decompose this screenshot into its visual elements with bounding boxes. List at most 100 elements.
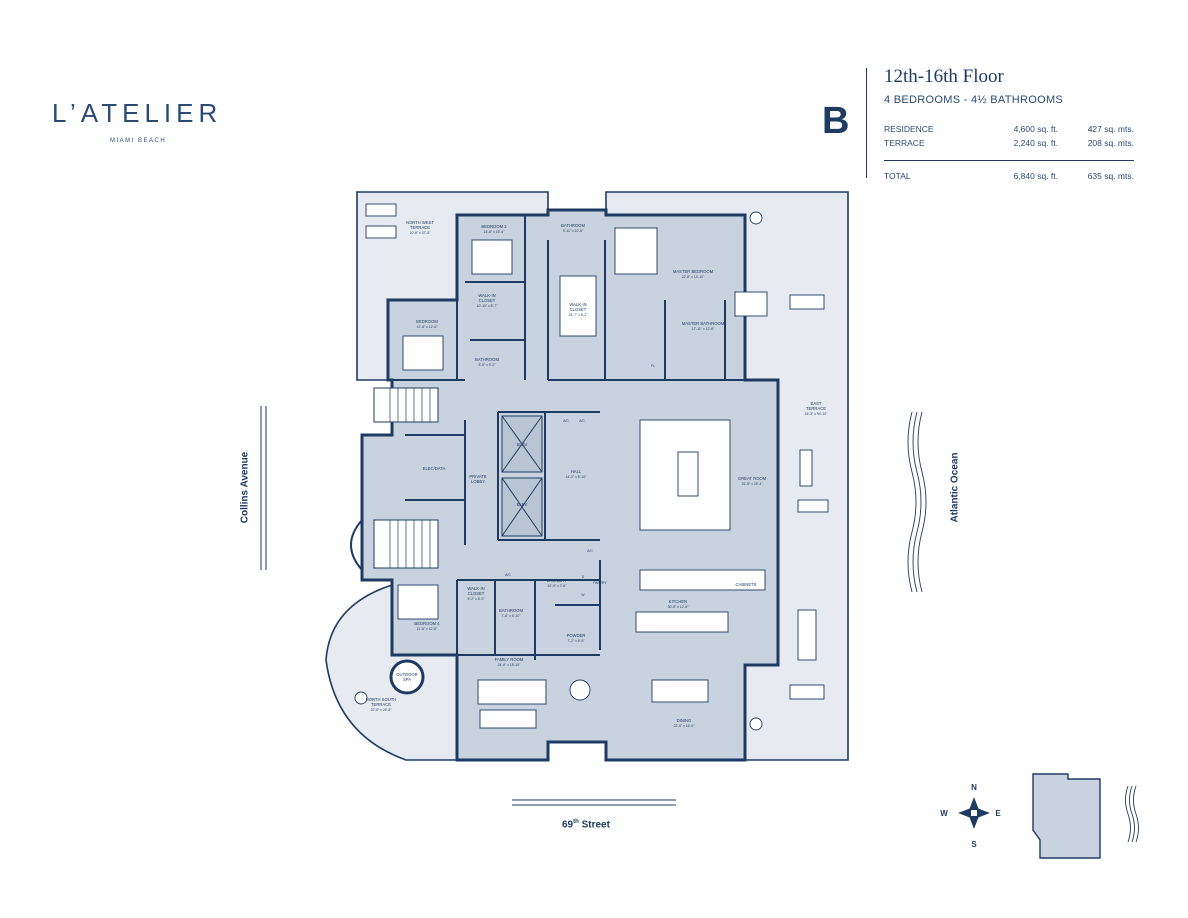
laundry-dim: 10'-9" x 7'-6" [548, 584, 568, 588]
ac-label-3: A/C [587, 549, 593, 553]
walkin1-dim: 10'-10" x 8'-7" [477, 304, 499, 308]
private-lobby-label-2: LOBBY [471, 479, 485, 484]
bedroom3-label: BEDROOM [416, 319, 438, 324]
walkin3-label: WALK-IN [467, 586, 484, 591]
floor-title: 12th-16th Floor [884, 66, 1004, 87]
east-terrace-dim: 15'-3" x 94'-10" [805, 412, 829, 416]
ns-terrace-label-2: TERRACE [371, 702, 391, 707]
bathroom-low-dim: 7'-6" x 5'-10" [502, 614, 522, 618]
kitchen-label: KITCHEN [669, 599, 687, 604]
walkin3-label-2: CLOSET [468, 591, 485, 596]
ac-label-1: A/C [563, 419, 569, 423]
bathroom-top-label: BATHROOM [561, 223, 585, 228]
ac-label-2: A/C [579, 419, 585, 423]
area-total-name: TOTAL [884, 171, 911, 181]
ocean-waves [907, 411, 1139, 843]
compass-w: W [940, 809, 948, 818]
street-69th: 69th Street [562, 819, 610, 830]
stair-treads [389, 388, 431, 568]
great-room-label: GREAT ROOM [738, 476, 767, 481]
outdoor-spa-label-2: SPA [403, 677, 411, 682]
street-lines [260, 406, 676, 806]
elev2-label: ELEV [517, 502, 528, 507]
interior-walls [388, 215, 745, 660]
unit-letter: B [822, 100, 850, 142]
laundry-label: LAUNDRY [547, 578, 567, 583]
compass-s: S [971, 840, 977, 849]
great-room-dim: 31'-8" x 28'-4" [742, 482, 764, 486]
area-mts: 427 sq. mts. [1087, 124, 1134, 134]
compass-e: E [995, 809, 1001, 818]
bedroom4-dim: 11'-8" x 12'-8" [417, 627, 438, 631]
family-room-label: FAMILY ROOM [495, 657, 524, 662]
bathroom-mid-label: BATHROOM [475, 357, 499, 362]
bedroom2-dim: 14'-6" x 16'-6" [484, 230, 506, 234]
dining-dim: 22'-6" x 15'-0" [674, 724, 696, 728]
ns-terrace-label: NORTH SOUTH [366, 697, 397, 702]
logo-subtitle: MIAMI BEACH [110, 138, 167, 144]
bedroom2-label: BEDROOM 2 [481, 224, 507, 229]
cabinets-label: CABINETS [736, 582, 757, 587]
area-total-mts: 635 sq. mts. [1087, 171, 1134, 181]
kitchen-dim: 30'-8" x 12'-6" [668, 605, 690, 609]
master-bedroom-dim: 22'-8" x 14'-10" [682, 275, 706, 279]
area-row-terrace: TERRACE 2,240 sq. ft. 208 sq. mts. [884, 138, 1134, 152]
street-69th-suffix: Street [578, 819, 610, 831]
elevators [501, 415, 543, 537]
area-row-residence: RESIDENCE 4,600 sq. ft. 427 sq. mts. [884, 124, 1134, 138]
master-bathroom-dim: 17'-11" x 12'-6" [692, 327, 715, 331]
bedroom3-dim: 12'-8" x 12'-6" [417, 325, 439, 329]
walkin2-label-2: CLOSET [570, 307, 587, 312]
private-lobby-label: PRIVATE [469, 474, 487, 479]
street-69th-sup: th [573, 819, 579, 825]
compass: N S E W [940, 783, 1001, 849]
bathroom-low-label: BATHROOM [499, 608, 523, 613]
nw-terrace-label-2: TERRACE [410, 225, 430, 230]
ac-label-4: A/C [505, 573, 511, 577]
dryer-label: D [582, 575, 585, 579]
area-divider [884, 160, 1134, 161]
room-labels: NORTH WEST TERRACE 10'-6" x 37'-8" BEDRO… [366, 220, 828, 728]
area-sqft: 4,600 sq. ft. [1013, 124, 1058, 134]
family-room-dim: 24'-6" x 15'-10" [498, 663, 522, 667]
walkin1-label: WALK-IN [478, 293, 495, 298]
area-row-total: TOTAL 6,840 sq. ft. 635 sq. mts. [884, 171, 1134, 185]
site-key [1032, 773, 1101, 859]
area-table: RESIDENCE 4,600 sq. ft. 427 sq. mts. TER… [884, 124, 1134, 185]
furniture [354, 203, 829, 731]
header-divider [866, 68, 867, 178]
outdoor-spa: OUTDOOR SPA [389, 659, 425, 695]
fl-label: FL [651, 364, 655, 368]
east-terrace-label: EAST [811, 401, 822, 406]
appliance-labels: A/C A/C A/C A/C D W FL PANTRY [505, 364, 655, 597]
washer-label: W [581, 593, 585, 597]
powder-dim: 7'-2" x 5'-5" [567, 639, 585, 643]
bathroom-mid-dim: 8'-8" x 9'-2" [478, 363, 496, 367]
master-bedroom-label: MASTER BEDROOM [673, 269, 714, 274]
nw-terrace-dim: 10'-6" x 37'-8" [410, 231, 432, 235]
bedroom4-label: BEDROOM 4 [414, 621, 440, 626]
walkin2-label: WALK-IN [569, 302, 586, 307]
compass-n: N [971, 783, 977, 792]
ns-terrace-dim: 22'-5" x 26'-8" [371, 708, 393, 712]
outdoor-spa-label: OUTDOOR [396, 672, 417, 677]
area-name: TERRACE [884, 138, 925, 148]
logo: L’ATELIER [52, 98, 223, 128]
elev1-label: ELEV [517, 442, 528, 447]
hall-dim: 14'-2" x 8'-10" [566, 475, 588, 479]
nw-terrace-label: NORTH WEST [406, 220, 435, 225]
area-sqft: 2,240 sq. ft. [1013, 138, 1058, 148]
area-name: RESIDENCE [884, 124, 934, 134]
area-mts: 208 sq. mts. [1087, 138, 1134, 148]
bedrooms-bathrooms: 4 BEDROOMS - 4½ BATHROOMS [884, 94, 1064, 106]
area-total-sqft: 6,840 sq. ft. [1013, 171, 1058, 181]
pantry-label: PANTRY [593, 581, 607, 585]
walkin2-dim: 24'-7" x 8'-2" [569, 313, 589, 317]
east-terrace-label-2: TERRACE [806, 406, 826, 411]
walkin1-label-2: CLOSET [479, 298, 496, 303]
dining-label: DINING [677, 718, 692, 723]
hall-label: HALL [571, 469, 582, 474]
street-69th-number: 69 [562, 819, 574, 831]
powder-label: POWDER [567, 633, 586, 638]
